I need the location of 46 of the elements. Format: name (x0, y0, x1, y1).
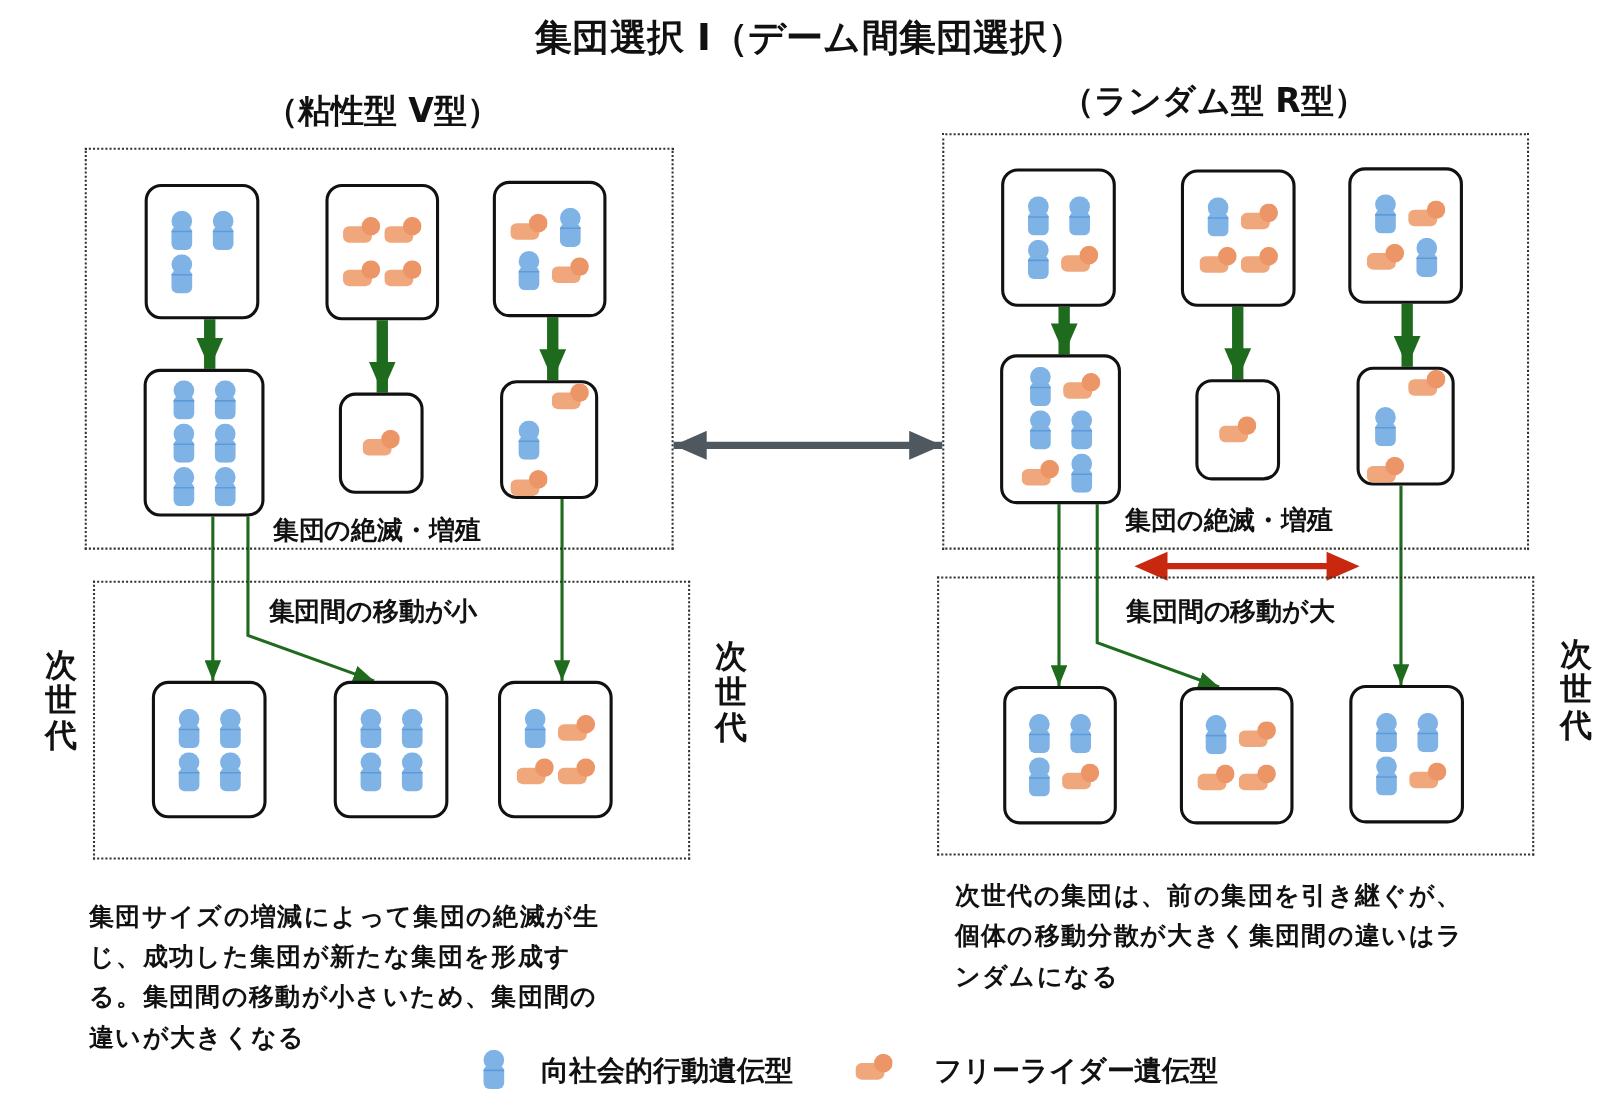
arrow (246, 516, 375, 683)
group-box (1195, 379, 1281, 481)
group-box (1349, 685, 1464, 824)
group-box (151, 680, 267, 819)
group-box (1356, 366, 1455, 486)
group-box (1001, 168, 1116, 307)
arrow (368, 320, 396, 393)
dotted-panel (84, 147, 674, 550)
arrow (1095, 504, 1220, 689)
panel-label: 集団の絶滅・増殖 (272, 513, 481, 548)
arrow (1392, 485, 1410, 685)
group-box (1000, 354, 1121, 505)
group-box (143, 368, 265, 517)
group-box (144, 183, 260, 320)
arrow (1393, 303, 1421, 367)
description-text: 集団サイズの増減によって集団の絶滅が生じ、成功した集団が新たな集団を形成する。集団間の移動が小さいため、集団間の違いが大きくなる (88, 900, 601, 1054)
panel-heading: （ランダム型 R型） (1060, 79, 1368, 122)
side-label: 次世代 (1560, 636, 1593, 743)
dotted-panel (942, 133, 1530, 550)
side-label: 次世代 (714, 638, 747, 745)
group-box (1348, 167, 1463, 304)
arrow (553, 499, 571, 681)
group-box (1179, 687, 1294, 825)
legend-label: フリーライダー遺伝型 (934, 1052, 1219, 1088)
group-box (325, 183, 440, 321)
arrow (539, 317, 567, 381)
side-label: 次世代 (45, 646, 78, 753)
dotted-panel (937, 576, 1535, 856)
arrow (1224, 306, 1252, 380)
group-box (492, 180, 607, 318)
arrow (204, 516, 222, 681)
group-box (338, 392, 424, 494)
group-box (500, 380, 599, 499)
group-box (333, 680, 449, 819)
arrow (1050, 306, 1078, 355)
group-box (1003, 686, 1117, 825)
panel-heading: （粘性型 V型） (263, 89, 501, 133)
description-text: 次世代の集団は、前の集団を引き継ぐが、個体の移動分散が大きく集団間の違いはランダムになる (954, 880, 1465, 993)
arrow (673, 430, 943, 460)
group-box (498, 680, 613, 819)
arrow (196, 319, 224, 369)
group-box (1180, 169, 1296, 307)
dotted-panel (93, 580, 691, 860)
arrow (1050, 504, 1068, 686)
title: 集団選択 I（デーム間集団選択） (534, 14, 1086, 60)
legend-label: 向社会的行動遺伝型 (541, 1052, 793, 1088)
